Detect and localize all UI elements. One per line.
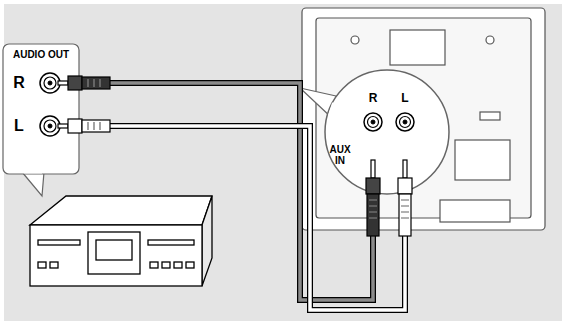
- cd-player: [30, 196, 212, 286]
- connector-heading: AUDIO OUT: [13, 50, 69, 61]
- channel-label: L: [401, 92, 408, 105]
- channel-label: R: [369, 92, 378, 105]
- background: [4, 4, 562, 321]
- wall-unit: [302, 8, 545, 230]
- audio-out-plugs: [58, 76, 110, 133]
- channel-label: L: [14, 118, 24, 135]
- channel-label: R: [13, 75, 25, 92]
- connector-heading: AUX IN: [326, 145, 354, 166]
- audio-out-jacks: [40, 73, 60, 136]
- aux-in-callout: [300, 70, 449, 194]
- aux-in-jacks: [364, 113, 414, 131]
- aux-plugs: [366, 160, 412, 236]
